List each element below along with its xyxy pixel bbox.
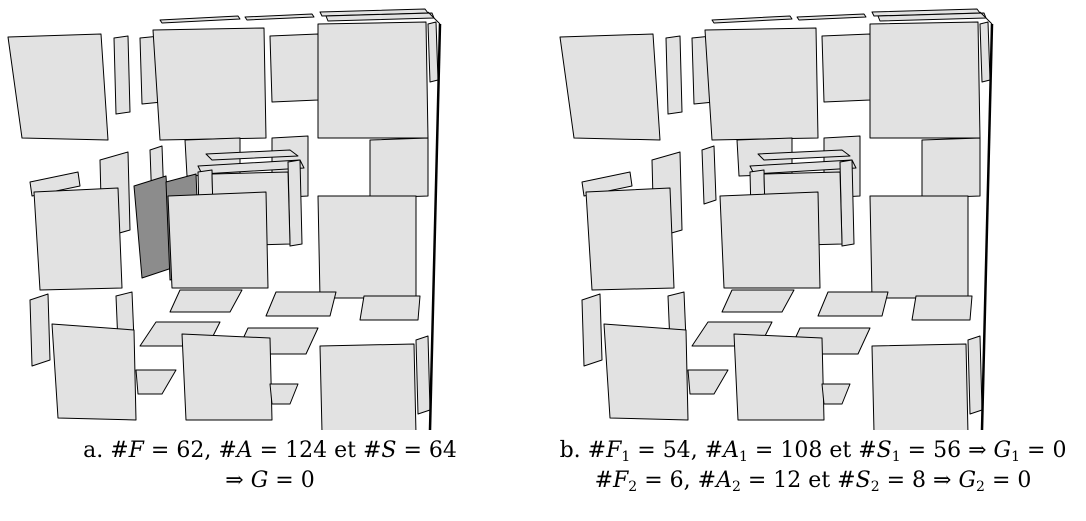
caption-b-a1-sub: 1 [739,449,748,465]
caption-a-line-2: ⇒ G = 0 [0,466,540,496]
side-panel [702,146,716,204]
caption-b: b. #F1 = 54, #A1 = 108 et #S1 = 56 ⇒ G1 … [540,436,1086,496]
back-panel [922,138,980,198]
floor-slab [912,296,972,320]
caption-b-g2-value: 0 [1017,468,1031,493]
floor-slab [136,370,176,394]
caption-a-f-label: F [129,438,144,463]
caption-b-s2-label: S [856,468,871,493]
floor-slab [266,292,336,316]
caption-b-a1-value: 108 [780,438,822,463]
caption-a-f-value: 62 [176,438,204,463]
floor-slab [360,296,420,320]
caption-b-g2-label: G [958,468,976,493]
caption-a-prefix: a. [83,438,103,463]
face-panel [586,188,674,290]
caption-b-f2-label: F [613,468,628,493]
face-panel [734,334,824,420]
face-panel [870,196,968,298]
caption-b-s1-value: 56 [933,438,961,463]
face-panel [318,196,416,298]
caption-b-s1-label: S [877,438,892,463]
face-panel [604,324,688,420]
back-panel [822,34,870,102]
face-panel [320,344,416,430]
caption-a-implies: ⇒ [225,468,243,493]
caption-b-f1-sub: 1 [621,449,630,465]
caption-b-a2-value: 12 [773,468,801,493]
caption-a-et: et [334,438,356,463]
side-panel [30,294,50,366]
floor-slab [822,384,850,404]
caption-b-a2-label: A [716,468,732,493]
face-panel [560,34,660,140]
top-slab [160,16,240,23]
back-panel [270,34,318,102]
caption-b-s2-sub: 2 [871,479,880,495]
caption-b-s1-sub: 1 [892,449,901,465]
caption-b-f2-value: 6 [670,468,684,493]
side-panel [582,294,602,366]
caption-b-implies2: ⇒ [933,468,951,493]
caption-a-g-value: 0 [301,468,315,493]
caption-b-f1-value: 54 [663,438,691,463]
floor-slab [270,384,298,404]
panel-b-polyhedron [560,9,992,430]
caption-b-g1-label: G [994,438,1012,463]
polyhedra-figure [0,0,1086,430]
caption-b-s2-value: 8 [912,468,926,493]
side-panel [968,336,982,414]
caption-b-line-1: b. #F1 = 54, #A1 = 108 et #S1 = 56 ⇒ G1 … [540,436,1086,466]
face-panel [870,22,980,138]
caption-b-implies1: ⇒ [968,438,986,463]
face-panel [52,324,136,420]
top-slab [245,14,314,20]
edge-line [982,24,992,430]
caption-a-line-1: a. #F = 62, #A = 124 et #S = 64 [0,436,540,466]
caption-b-prefix: b. [560,438,581,463]
top-slab [797,14,866,20]
floor-slab [818,292,888,316]
caption-b-line-2: #F2 = 6, #A2 = 12 et #S2 = 8 ⇒ G2 = 0 [540,466,1086,496]
face-panel [318,22,428,138]
caption-b-g1-sub: 1 [1011,449,1020,465]
side-panel [114,36,130,114]
caption-a-g-label: G [251,468,269,493]
top-slab [712,16,792,23]
caption-b-et2: et [808,468,830,493]
caption-a-a-value: 124 [285,438,327,463]
floor-slab [688,370,728,394]
caption-b-a1-label: A [723,438,739,463]
caption-b-g2-sub: 2 [976,479,985,495]
caption-a-s-value: 64 [429,438,457,463]
face-panel [8,34,108,140]
face-panel [705,28,818,140]
caption-a-s-label: S [381,438,396,463]
side-panel [428,22,438,82]
face-panel [34,188,122,290]
face-panel [168,192,268,288]
edge-line [430,24,440,430]
caption-a-a-label: A [237,438,253,463]
face-panel [182,334,272,420]
caption-a: a. #F = 62, #A = 124 et #S = 64 ⇒ G = 0 [0,436,540,496]
caption-b-f1-label: F [606,438,621,463]
floor-slab [722,290,794,312]
caption-b-g1-value: 0 [1052,438,1066,463]
side-panel [416,336,430,414]
caption-b-et1: et [829,438,851,463]
back-panel [370,138,428,198]
face-panel [720,192,820,288]
side-panel [980,22,990,82]
face-panel [153,28,266,140]
side-panel [666,36,682,114]
caption-b-a2-sub: 2 [732,479,741,495]
face-panel [872,344,968,430]
panel-a-polyhedron [8,9,440,430]
floor-slab [170,290,242,312]
caption-b-f2-sub: 2 [628,479,637,495]
